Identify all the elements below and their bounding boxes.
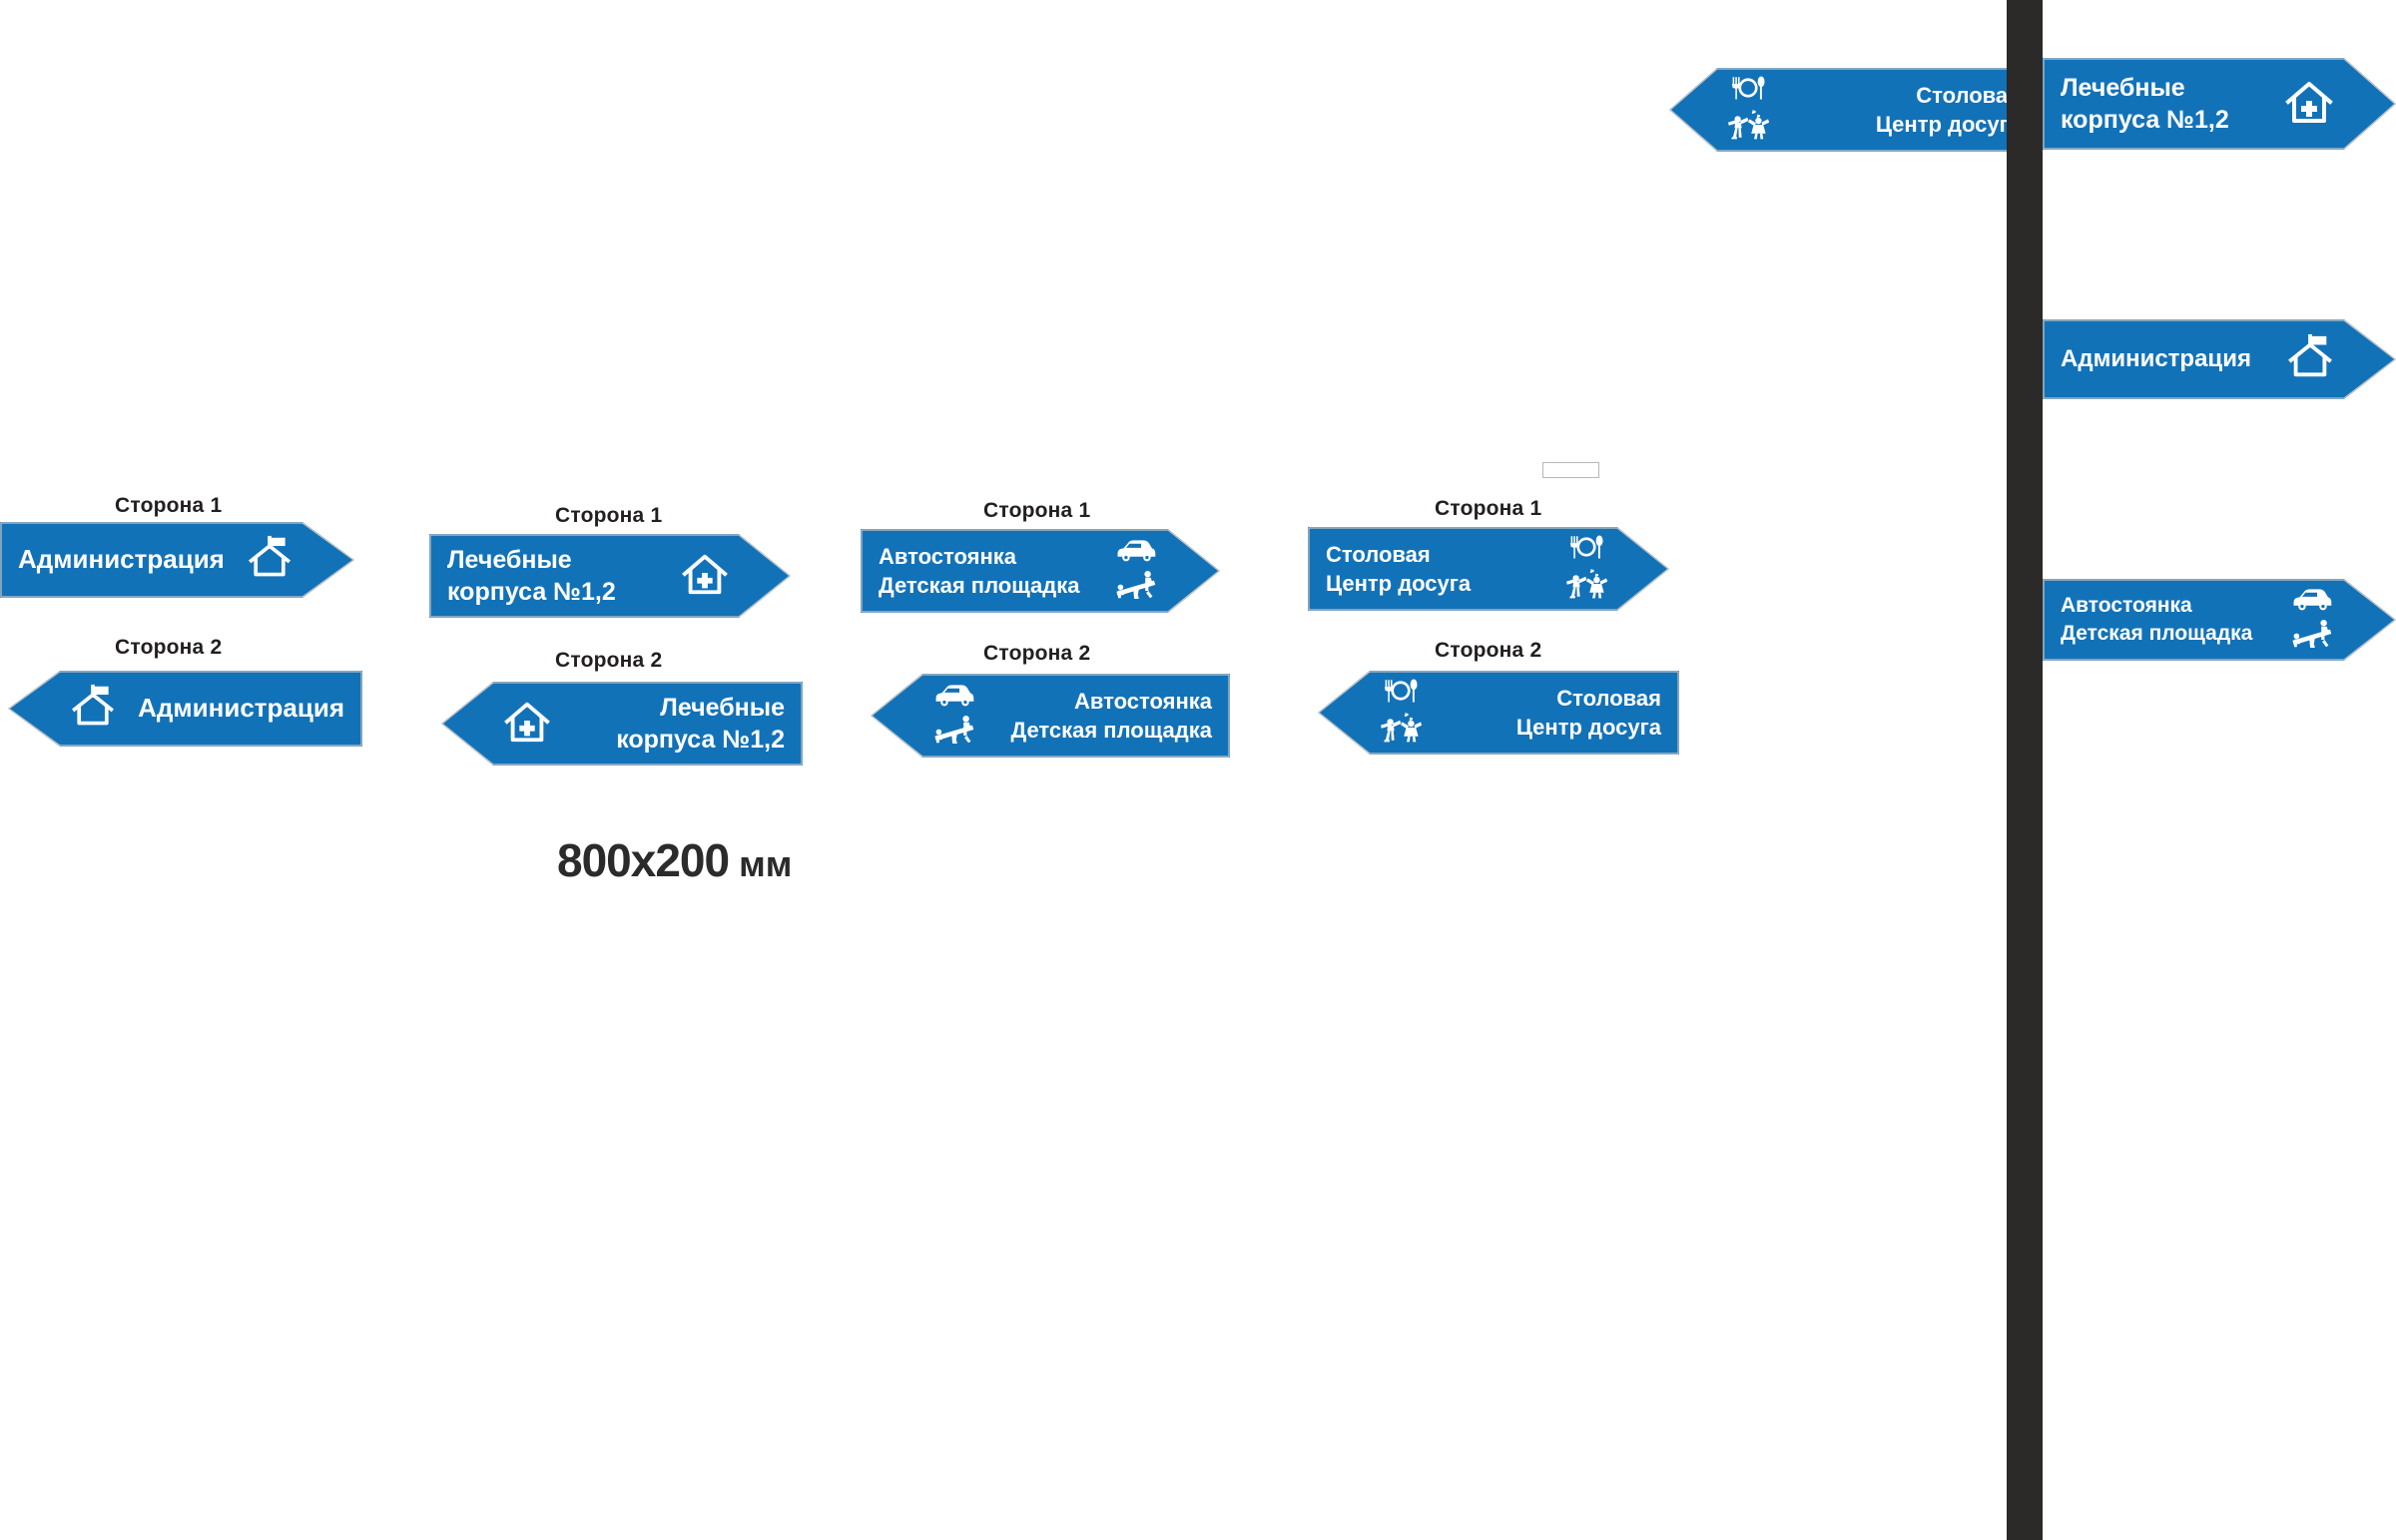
empty-rectangle-artifact bbox=[1542, 462, 1599, 478]
sign-icon-column bbox=[503, 698, 551, 751]
dimension-value: 800x200 bbox=[557, 834, 730, 886]
sign-line: корпуса №1,2 bbox=[2061, 105, 2229, 134]
sign-line: Администрация bbox=[18, 544, 225, 575]
sign-group2-side1[interactable]: Лечебные корпуса №1,2 bbox=[429, 534, 791, 618]
caption-group3-side1: Сторона 1 bbox=[983, 499, 1091, 522]
sign-text-column: Автостоянка Детская площадка bbox=[879, 545, 1080, 596]
sign-text-column: Столовая Центр досуга bbox=[1516, 687, 1661, 738]
sign-line: Столовая bbox=[1916, 83, 2021, 109]
caption-group2-side2: Сторона 2 bbox=[555, 649, 663, 672]
sign-icon-column bbox=[1565, 533, 1608, 605]
seesaw-playground-icon bbox=[932, 715, 976, 750]
sign-text-column: Администрация bbox=[2061, 346, 2251, 371]
pole-sign-medical[interactable]: Лечебные корпуса №1,2 bbox=[2043, 58, 2396, 150]
sign-line: Автостоянка bbox=[879, 544, 1016, 570]
sign-icon-column bbox=[2290, 586, 2334, 654]
sign-text-column: Лечебные корпуса №1,2 bbox=[2061, 75, 2229, 133]
house-flag-icon bbox=[70, 684, 116, 735]
sign-icon-column bbox=[2286, 333, 2334, 386]
sign-icon-column bbox=[1727, 74, 1770, 146]
cutlery-plate-icon bbox=[1381, 677, 1421, 710]
sign-line: Столовая bbox=[1326, 542, 1431, 568]
caption-group2-side1: Сторона 1 bbox=[555, 504, 663, 527]
sign-icon-column bbox=[247, 535, 293, 586]
sign-icon-column bbox=[681, 550, 729, 603]
hospital-house-icon bbox=[681, 550, 729, 603]
caption-group1-side2: Сторона 2 bbox=[115, 636, 223, 659]
dancing-people-icon bbox=[1565, 568, 1608, 605]
sign-group3-side1[interactable]: Автостоянка Детская площадка bbox=[861, 529, 1220, 613]
sign-line: корпуса №1,2 bbox=[616, 725, 785, 754]
sign-line: Детская площадка bbox=[1010, 717, 1213, 743]
sign-line: Центр досуга bbox=[1326, 570, 1472, 596]
sign-icon-column bbox=[2284, 77, 2334, 132]
sign-icon-column bbox=[1380, 677, 1423, 749]
caption-group1-side1: Сторона 1 bbox=[115, 494, 223, 517]
pole-sign-parking[interactable]: Автостоянка Детская площадка bbox=[2043, 579, 2396, 661]
hospital-house-icon bbox=[2284, 77, 2334, 132]
sign-group3-side2[interactable]: Автостоянка Детская площадка bbox=[871, 674, 1230, 758]
cutlery-plate-icon bbox=[1566, 533, 1606, 566]
sign-line: Администрация bbox=[2061, 345, 2251, 373]
sign-text-column: Администрация bbox=[18, 544, 225, 575]
sign-group1-side1[interactable]: Администрация bbox=[0, 522, 355, 598]
sign-line: Лечебные bbox=[660, 694, 785, 723]
pole-sign-administration[interactable]: Администрация bbox=[2043, 319, 2396, 399]
sign-line: Столовая bbox=[1556, 686, 1661, 712]
sign-text-column: Столовая Центр досуга bbox=[1326, 543, 1471, 594]
sign-line: корпуса №1,2 bbox=[447, 577, 616, 606]
sign-line: Лечебные bbox=[447, 546, 572, 575]
sign-group1-side2[interactable]: Администрация bbox=[7, 671, 362, 747]
sign-line: Центр досуга bbox=[1515, 714, 1661, 740]
dimension-unit: мм bbox=[729, 843, 793, 884]
sign-text-column: Столовая Центр досуга bbox=[1876, 84, 2021, 135]
dancing-people-icon bbox=[1727, 109, 1770, 146]
sign-line: Лечебные bbox=[2061, 74, 2185, 103]
hospital-house-icon bbox=[503, 698, 551, 751]
car-icon bbox=[933, 682, 975, 713]
sign-line: Детская площадка bbox=[879, 572, 1080, 598]
sign-pole bbox=[2007, 0, 2043, 1540]
seesaw-playground-icon bbox=[1114, 570, 1158, 605]
seesaw-playground-icon bbox=[2290, 619, 2334, 654]
caption-group4-side2: Сторона 2 bbox=[1435, 639, 1542, 662]
sign-group4-side2[interactable]: Столовая Центр досуга bbox=[1318, 671, 1679, 755]
dancing-people-icon bbox=[1380, 712, 1423, 749]
sign-line: Центр досуга bbox=[1875, 111, 2021, 137]
car-icon bbox=[2291, 586, 2333, 617]
sign-text-column: Администрация bbox=[138, 693, 344, 724]
house-flag-icon bbox=[2286, 333, 2334, 386]
cutlery-plate-icon bbox=[1728, 74, 1768, 107]
house-flag-icon bbox=[247, 535, 293, 586]
caption-group3-side2: Сторона 2 bbox=[983, 642, 1091, 665]
sign-icon-column bbox=[932, 682, 976, 750]
car-icon bbox=[1115, 537, 1157, 568]
sign-line: Администрация bbox=[138, 693, 344, 724]
sign-icon-column bbox=[1114, 537, 1158, 605]
sign-icon-column bbox=[70, 684, 116, 735]
sign-line: Автостоянка bbox=[1074, 689, 1212, 715]
sign-line: Детская площадка bbox=[2061, 621, 2253, 645]
sign-text-column: Лечебные корпуса №1,2 bbox=[447, 547, 616, 605]
sign-text-column: Автостоянка Детская площадка bbox=[2061, 595, 2252, 644]
sign-text-column: Лечебные корпуса №1,2 bbox=[616, 695, 785, 753]
pole-sign-left-arm[interactable]: Столовая Центр досуга bbox=[1669, 68, 2039, 152]
caption-group4-side1: Сторона 1 bbox=[1435, 497, 1542, 520]
sign-line: Автостоянка bbox=[2061, 594, 2192, 618]
dimension-label: 800x200 мм bbox=[557, 833, 792, 887]
sign-group2-side2[interactable]: Лечебные корпуса №1,2 bbox=[441, 682, 803, 766]
sign-group4-side1[interactable]: Столовая Центр досуга bbox=[1308, 527, 1669, 611]
sign-text-column: Автостоянка Детская площадка bbox=[1011, 690, 1213, 741]
